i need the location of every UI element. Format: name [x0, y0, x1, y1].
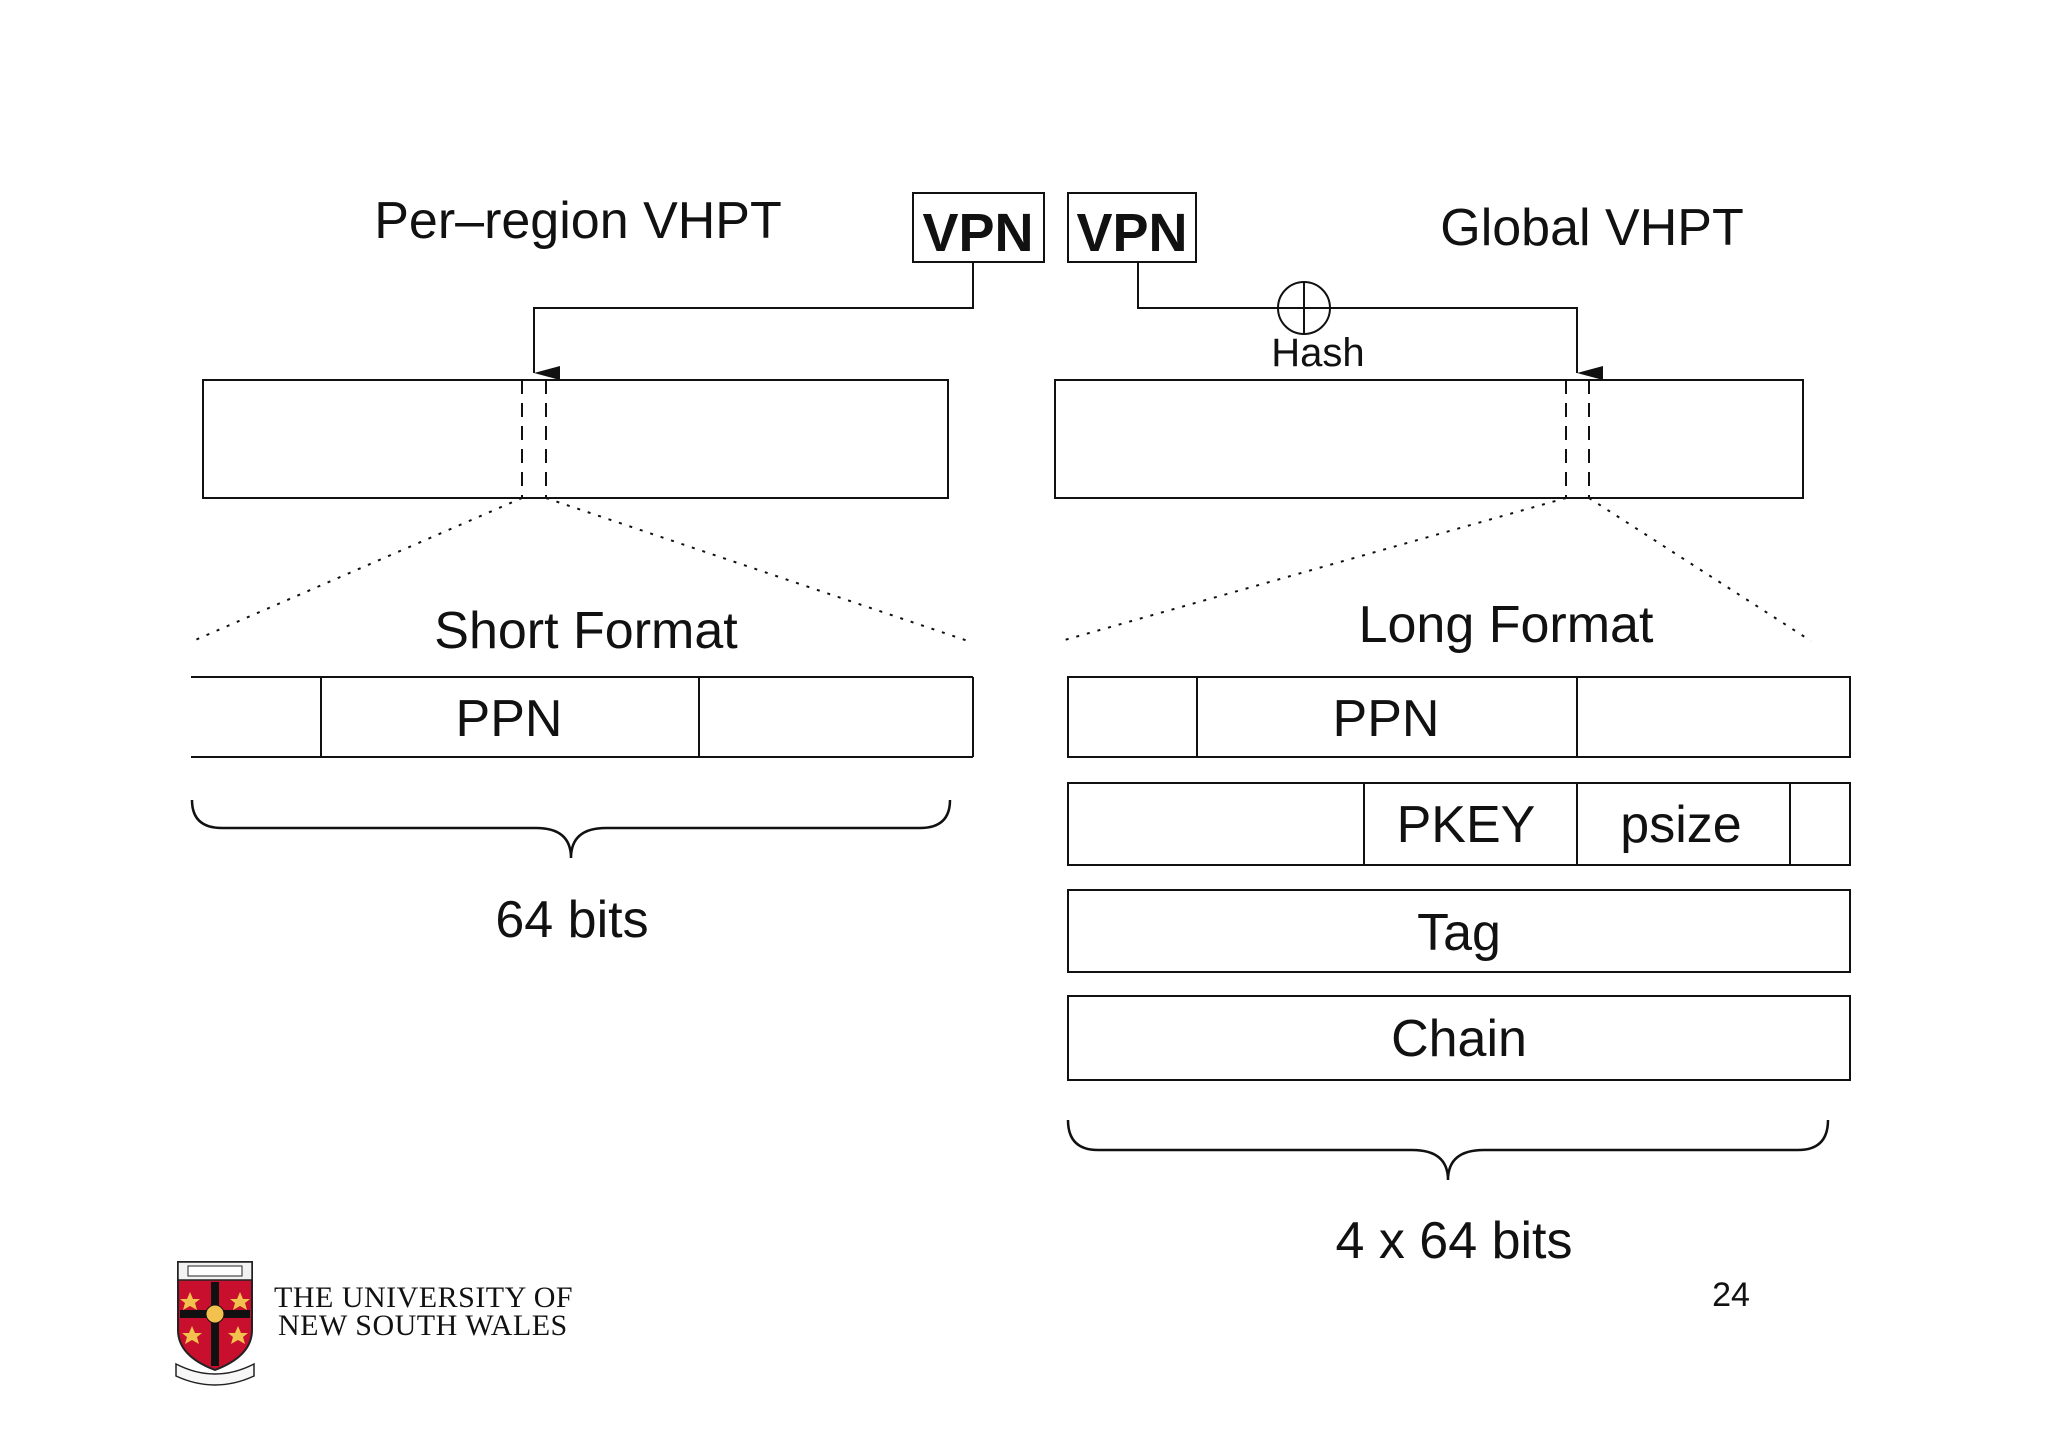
right-zoom-lines: [1060, 497, 1812, 642]
right-size-label: 4 x 64 bits: [1335, 1212, 1572, 1270]
chain-field: Chain: [1391, 1010, 1527, 1068]
left-size-label: 64 bits: [495, 891, 648, 949]
right-vpn-label: VPN: [1076, 203, 1187, 263]
left-title: Per–region VHPT: [374, 192, 782, 250]
pkey-field: PKEY: [1397, 796, 1536, 854]
short-format-title: Short Format: [434, 602, 738, 660]
left-size-brace: [190, 799, 952, 859]
university-name-line-2: NEW SOUTH WALES: [278, 1309, 568, 1342]
short-format-entry: PPN: [191, 676, 974, 758]
right-title: Global VHPT: [1440, 199, 1743, 257]
left-vpn-label: VPN: [922, 203, 1033, 263]
long-format-row-4: Chain: [1067, 995, 1851, 1081]
tag-field: Tag: [1417, 904, 1501, 962]
hash-symbol: [1277, 281, 1331, 335]
university-name-line-1: THE UNIVERSITY OF: [274, 1281, 573, 1314]
psize-field: psize: [1620, 796, 1741, 854]
university-crest-logo: [175, 1261, 255, 1386]
long-ppn-field: PPN: [1333, 690, 1440, 748]
left-vpn-arrow: [533, 262, 974, 380]
right-vhpt-table: [1054, 379, 1804, 499]
left-zoom-lines: [192, 497, 969, 642]
long-format-row-3: Tag: [1067, 889, 1851, 973]
left-vpn-box: VPN: [912, 192, 1045, 263]
right-vpn-box: VPN: [1067, 192, 1197, 263]
long-format-title: Long Format: [1359, 596, 1654, 654]
left-vhpt-table: [202, 379, 949, 499]
right-vpn-arrow: [1137, 262, 1603, 380]
page-number: 24: [1712, 1276, 1750, 1314]
short-ppn-field: PPN: [456, 690, 563, 748]
right-size-brace: [1066, 1119, 1830, 1181]
long-format-row-1: PPN: [1067, 676, 1851, 758]
long-format-row-2: PKEY psize: [1067, 782, 1851, 866]
hash-label: Hash: [1271, 331, 1364, 375]
